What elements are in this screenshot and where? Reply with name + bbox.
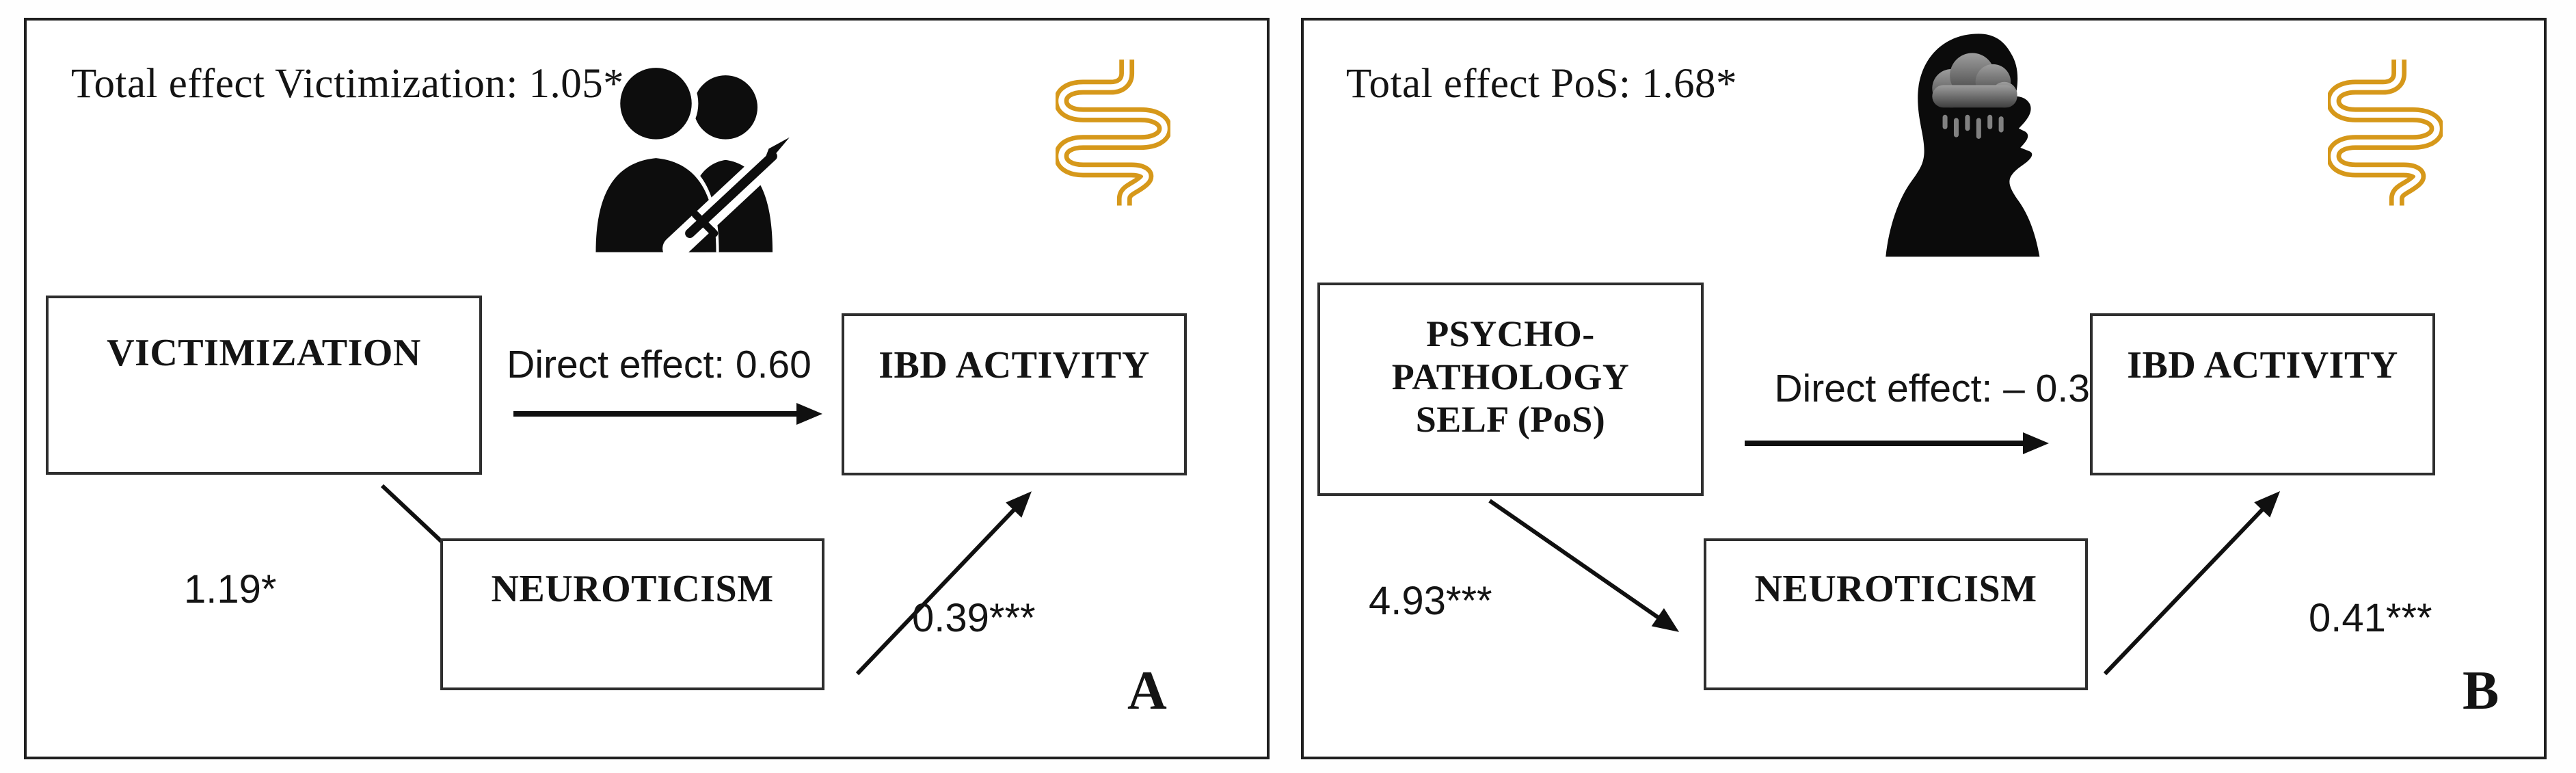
intestine-icon (1056, 44, 1170, 220)
path-a-coefficient-label: 1.19* (184, 567, 277, 612)
mediator-box: NEUROTICISM (440, 538, 824, 690)
total-effect-text: Total effect PoS: 1.68* (1346, 61, 1737, 107)
mediator-box-label: NEUROTICISM (1754, 568, 2037, 610)
mediator-box-label: NEUROTICISM (491, 568, 774, 610)
predictor-box-label-line1: PSYCHO- (1426, 313, 1595, 354)
mediator-outcome-arrow (848, 483, 1041, 683)
direct-effect-arrow (513, 402, 822, 426)
mediator-outcome-arrow (2096, 482, 2289, 682)
direct-effect-label: Direct effect: – 0.33 (1774, 367, 2112, 410)
outcome-box-label: IBD ACTIVITY (2127, 344, 2398, 386)
path-b-coefficient-label: 0.41*** (2309, 596, 2432, 640)
panel-letter: A (1127, 661, 1167, 721)
path-a-coefficient-label: 4.93*** (1369, 579, 1492, 623)
mediator-box: NEUROTICISM (1704, 538, 2088, 690)
direct-effect-label: Direct effect: 0.60 (507, 343, 811, 386)
predictor-mediator-arrow (1483, 490, 1687, 642)
predictor-box: VICTIMIZATION (46, 296, 482, 475)
victimization-people-icon (577, 53, 803, 257)
panel-b: Total effect PoS: 1.68* (1301, 18, 2547, 759)
intestine-icon (2328, 44, 2443, 220)
path-b-coefficient-label: 0.39*** (912, 596, 1036, 640)
outcome-box-label: IBD ACTIVITY (878, 344, 1150, 386)
psychopathology-head-icon (1863, 27, 2101, 260)
outcome-box: IBD ACTIVITY (2090, 313, 2435, 475)
total-effect-text: Total effect Victimization: 1.05* (71, 61, 625, 107)
predictor-box: PSYCHO- PATHOLOGY SELF (PoS) (1317, 283, 1704, 496)
panel-letter: B (2463, 661, 2499, 721)
panel-a: Total effect Victimization: 1.05* (24, 18, 1270, 759)
predictor-box-label-line2: PATHOLOGY (1391, 356, 1630, 397)
predictor-box-label-line3: SELF (PoS) (1415, 399, 1606, 441)
outcome-box: IBD ACTIVITY (842, 313, 1187, 475)
predictor-box-label: VICTIMIZATION (107, 332, 421, 374)
direct-effect-arrow (1745, 431, 2049, 456)
